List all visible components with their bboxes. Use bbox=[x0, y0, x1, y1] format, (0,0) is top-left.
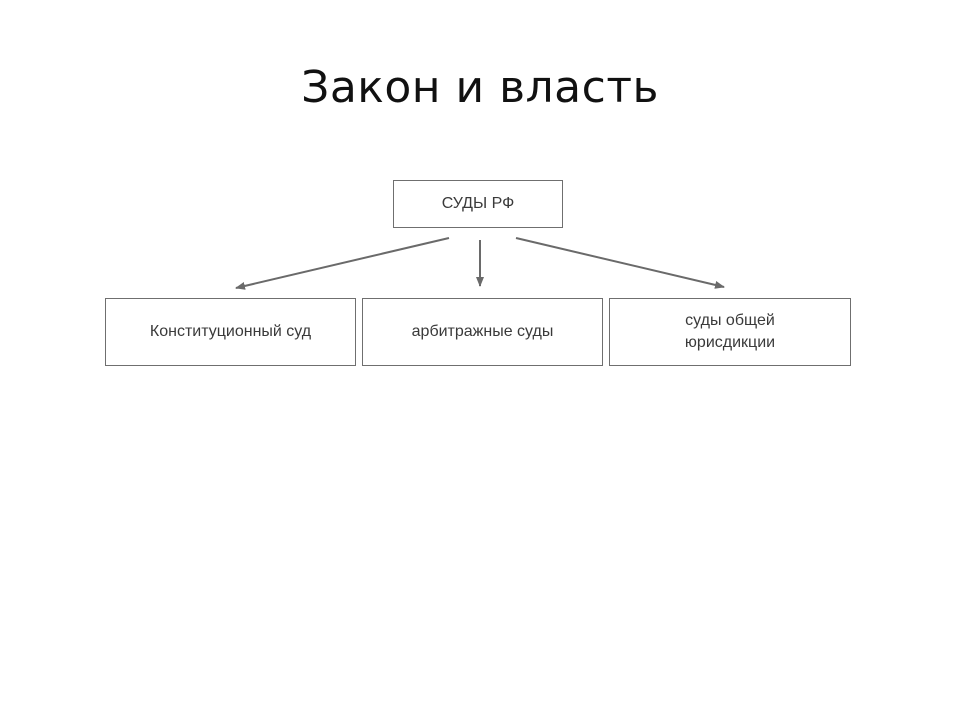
slide-title: Закон и власть bbox=[301, 62, 659, 113]
arrow-to-general-courts bbox=[515, 237, 725, 289]
node-general-jurisdiction-courts: суды общей юрисдикции bbox=[609, 298, 851, 366]
node-general-jurisdiction-courts-label: суды общей юрисдикции bbox=[684, 312, 776, 351]
node-arbitration-courts: арбитражные суды bbox=[362, 298, 603, 366]
root-node-label: СУДЫ РФ bbox=[441, 195, 515, 212]
arrow-to-constitutional-court bbox=[235, 237, 450, 290]
node-constitutional-court: Конституционный суд bbox=[105, 298, 356, 366]
root-node-courts-rf: СУДЫ РФ bbox=[393, 180, 563, 228]
node-constitutional-court-label: Конституционный суд bbox=[149, 323, 312, 340]
node-arbitration-courts-label: арбитражные суды bbox=[411, 323, 554, 340]
